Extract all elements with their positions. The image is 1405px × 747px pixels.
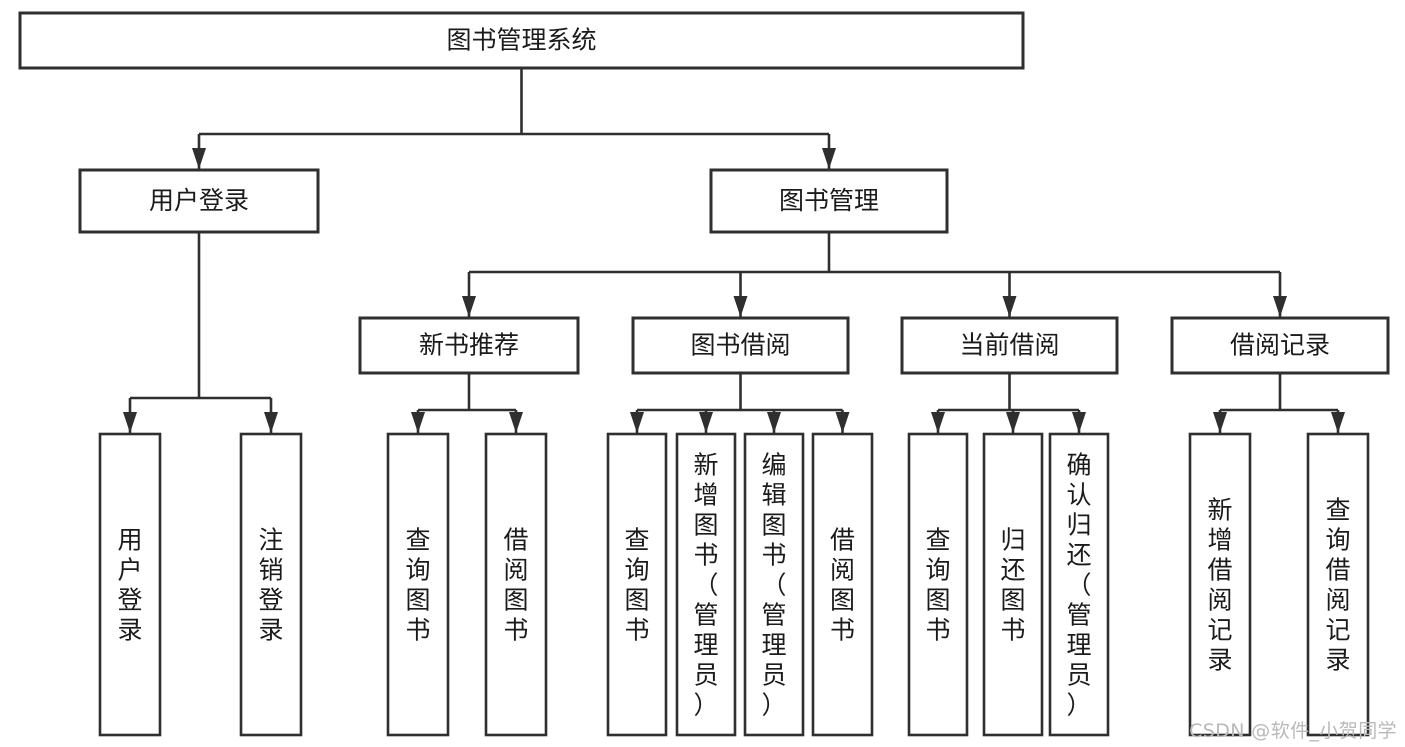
node-box-leaf-confirm-return-admin[interactable] bbox=[1048, 432, 1110, 737]
arrow-head-icon bbox=[1273, 296, 1287, 317]
node-label-leaf-query-book-3: 查询图书 bbox=[925, 526, 950, 645]
node-label-new-book-recommend: 新书推荐 bbox=[419, 331, 519, 360]
node-label-leaf-add-borrow-record: 新增借阅记录 bbox=[1207, 496, 1232, 675]
node-leaf-query-book-3[interactable]: 查询图书 bbox=[907, 432, 969, 737]
arrow-head-icon bbox=[931, 412, 945, 433]
arrow-head-icon bbox=[509, 412, 523, 433]
arrow-head-icon bbox=[1331, 412, 1345, 433]
node-box-user-login[interactable] bbox=[78, 168, 320, 234]
node-label-leaf-logout: 注销登录 bbox=[258, 526, 283, 645]
node-label-root: 图书管理系统 bbox=[446, 26, 596, 55]
node-label-leaf-borrow-book-2: 借阅图书 bbox=[830, 526, 855, 645]
node-label-leaf-query-borrow-record: 查询借阅记录 bbox=[1325, 496, 1350, 675]
node-label-book-manage: 图书管理 bbox=[779, 186, 879, 215]
node-borrow-record[interactable]: 借阅记录 bbox=[1170, 316, 1390, 375]
arrow-head-icon bbox=[733, 296, 748, 317]
arrow-head-icon bbox=[699, 412, 713, 433]
node-box-leaf-borrow-book-2[interactable] bbox=[811, 432, 874, 737]
node-box-borrow-record[interactable] bbox=[1170, 316, 1390, 375]
node-root[interactable]: 图书管理系统 bbox=[18, 11, 1025, 70]
arrow-head-icon bbox=[1213, 412, 1227, 433]
node-box-current-borrow[interactable] bbox=[900, 316, 1119, 375]
node-box-leaf-query-book-2[interactable] bbox=[606, 432, 668, 737]
arrow-head-icon bbox=[123, 412, 137, 433]
node-leaf-query-book-1[interactable]: 查询图书 bbox=[386, 432, 450, 737]
node-leaf-return-book[interactable]: 归还图书 bbox=[982, 432, 1044, 737]
node-leaf-query-borrow-record[interactable]: 查询借阅记录 bbox=[1306, 432, 1370, 737]
node-label-leaf-borrow-book-1: 借阅图书 bbox=[503, 526, 528, 645]
node-box-leaf-logout[interactable] bbox=[239, 432, 303, 737]
node-label-borrow-record: 借阅记录 bbox=[1230, 331, 1330, 360]
node-leaf-edit-book-admin[interactable]: 编辑图书（管理员） bbox=[743, 432, 805, 737]
node-leaf-query-book-2[interactable]: 查询图书 bbox=[606, 432, 668, 737]
node-label-leaf-edit-book-admin: 编辑图书（管理员） bbox=[761, 451, 786, 720]
node-label-book-borrow: 图书借阅 bbox=[690, 331, 790, 360]
node-leaf-confirm-return-admin[interactable]: 确认归还（管理员） bbox=[1048, 432, 1110, 737]
node-box-book-manage[interactable] bbox=[709, 168, 949, 234]
arrow-head-icon bbox=[630, 412, 644, 433]
node-box-leaf-return-book[interactable] bbox=[982, 432, 1044, 737]
node-leaf-borrow-book-1[interactable]: 借阅图书 bbox=[484, 432, 548, 737]
node-box-leaf-edit-book-admin[interactable] bbox=[743, 432, 805, 737]
arrow-head-icon bbox=[1072, 412, 1086, 433]
node-box-leaf-query-book-3[interactable] bbox=[907, 432, 969, 737]
node-label-leaf-confirm-return-admin: 确认归还（管理员） bbox=[1066, 451, 1091, 720]
node-box-leaf-borrow-book-1[interactable] bbox=[484, 432, 548, 737]
node-box-leaf-query-borrow-record[interactable] bbox=[1306, 432, 1370, 737]
node-box-leaf-add-borrow-record[interactable] bbox=[1188, 432, 1252, 737]
node-label-leaf-query-book-2: 查询图书 bbox=[624, 526, 649, 645]
arrow-head-icon bbox=[462, 296, 476, 317]
node-user-login[interactable]: 用户登录 bbox=[78, 168, 320, 234]
arrow-head-icon bbox=[1006, 412, 1020, 433]
arrow-head-icon bbox=[264, 412, 278, 433]
node-label-leaf-add-book-admin: 新增图书（管理员） bbox=[693, 451, 718, 720]
node-book-borrow[interactable]: 图书借阅 bbox=[631, 316, 850, 375]
node-current-borrow[interactable]: 当前借阅 bbox=[900, 316, 1119, 375]
node-box-leaf-user-login[interactable] bbox=[98, 432, 162, 737]
node-boxes: 图书管理系统用户登录图书管理新书推荐图书借阅当前借阅借阅记录用户登录注销登录查询… bbox=[18, 11, 1390, 737]
node-leaf-add-borrow-record[interactable]: 新增借阅记录 bbox=[1188, 432, 1252, 737]
node-label-leaf-query-book-1: 查询图书 bbox=[405, 526, 430, 645]
node-box-root[interactable] bbox=[18, 11, 1025, 70]
arrow-head-icon bbox=[192, 148, 206, 169]
node-box-new-book-recommend[interactable] bbox=[358, 316, 580, 375]
node-leaf-borrow-book-2[interactable]: 借阅图书 bbox=[811, 432, 874, 737]
connector-lines bbox=[123, 68, 1345, 433]
arrow-head-icon bbox=[822, 148, 836, 169]
node-label-leaf-return-book: 归还图书 bbox=[1000, 526, 1025, 645]
node-label-current-borrow: 当前借阅 bbox=[959, 331, 1059, 360]
arrow-head-icon bbox=[767, 412, 781, 433]
arrow-head-icon bbox=[411, 412, 425, 433]
arrow-head-icon bbox=[1002, 296, 1017, 317]
node-book-manage[interactable]: 图书管理 bbox=[709, 168, 949, 234]
node-label-user-login: 用户登录 bbox=[149, 186, 249, 215]
node-new-book-recommend[interactable]: 新书推荐 bbox=[358, 316, 580, 375]
arrow-head-icon bbox=[835, 412, 850, 433]
node-box-leaf-add-book-admin[interactable] bbox=[675, 432, 737, 737]
node-leaf-logout[interactable]: 注销登录 bbox=[239, 432, 303, 737]
node-box-book-borrow[interactable] bbox=[631, 316, 850, 375]
node-leaf-add-book-admin[interactable]: 新增图书（管理员） bbox=[675, 432, 737, 737]
node-label-leaf-user-login: 用户登录 bbox=[117, 526, 142, 645]
node-leaf-user-login[interactable]: 用户登录 bbox=[98, 432, 162, 737]
node-box-leaf-query-book-1[interactable] bbox=[386, 432, 450, 737]
